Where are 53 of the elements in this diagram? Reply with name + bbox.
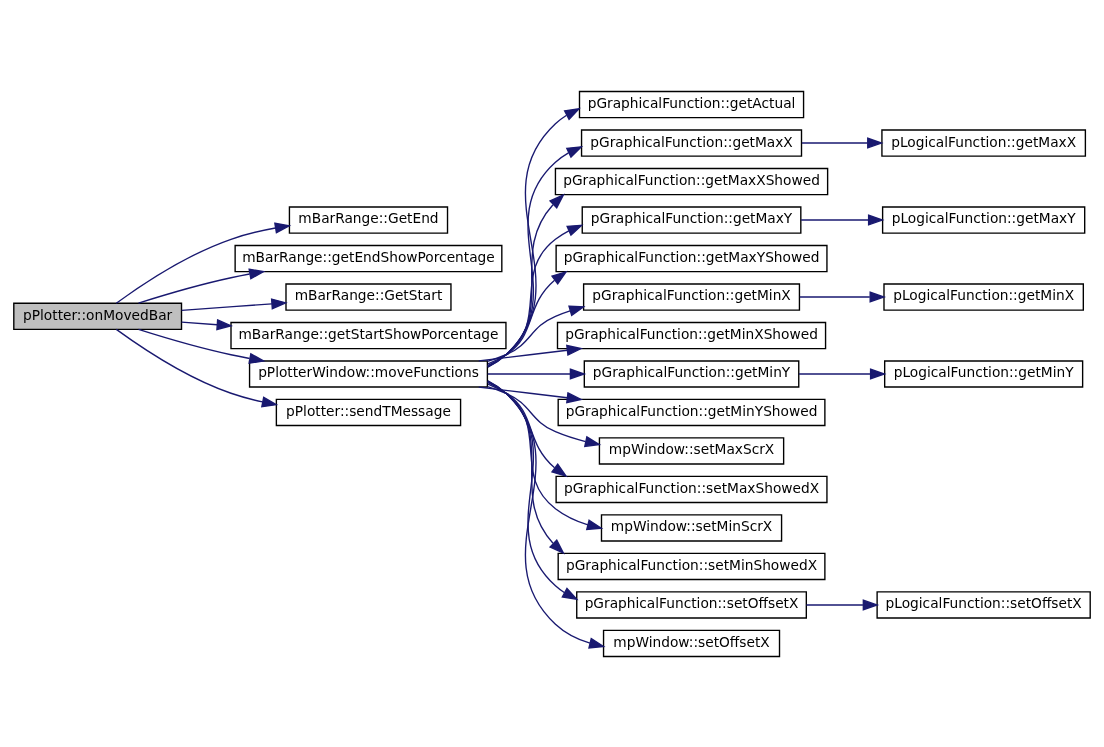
- node-box: pGraphicalFunction::getMaxY: [581, 205, 802, 234]
- arrow: [800, 213, 885, 226]
- node-box: mpWindow::setOffsetX: [602, 629, 781, 657]
- arrow: [487, 380, 565, 555]
- node-box: mpWindow::setMinScrX: [600, 513, 783, 542]
- arrow: [486, 379, 579, 600]
- node-box: pGraphicalFunction::getMinX: [582, 282, 801, 311]
- node-box: pGraphicalFunction::setMaxShowedX: [555, 475, 828, 503]
- arrow: [799, 290, 886, 303]
- arrow: [805, 598, 880, 611]
- node-box: mBarRange::getEndShowPorcentage: [234, 244, 503, 272]
- arrow: [478, 344, 584, 362]
- arrow: [180, 297, 288, 311]
- node-box: pGraphicalFunction::setMinShowedX: [557, 552, 826, 580]
- arrow: [486, 223, 584, 366]
- arrow: [115, 328, 279, 407]
- node-box: pGraphicalFunction::getMinY: [583, 359, 800, 388]
- arrow: [115, 221, 292, 304]
- node-box: pPlotterWindow::moveFunctions: [248, 359, 489, 388]
- node-box: mBarRange::GetStart: [285, 282, 452, 311]
- arrow: [478, 385, 584, 403]
- arrow: [486, 304, 586, 362]
- node-box: pGraphicalFunction::getMaxX: [580, 128, 803, 157]
- arrow: [798, 367, 887, 380]
- arrow: [486, 145, 584, 368]
- node-box: pLogicalFunction::getMinY: [884, 359, 1084, 388]
- arrow: [486, 381, 604, 530]
- arrow: [487, 270, 568, 365]
- arrow: [137, 328, 266, 364]
- node-box: pLogicalFunction::getMinX: [883, 282, 1084, 311]
- node-box: mpWindow::setMaxScrX: [598, 436, 785, 465]
- node-box: mBarRange::GetEnd: [288, 205, 449, 234]
- node-box: pGraphicalFunction::getMaxYShowed: [555, 244, 828, 272]
- node-box: pLogicalFunction::getMaxX: [881, 128, 1087, 157]
- node-box: pGraphicalFunction::getMaxXShowed: [554, 167, 829, 195]
- node-box: pPlotter::sendTMessage: [275, 398, 462, 426]
- arrow: [487, 107, 581, 368]
- node-box: pGraphicalFunction::setOffsetX: [576, 590, 807, 619]
- arrow: [137, 267, 266, 304]
- node-box: pGraphicalFunction::getMinYShowed: [557, 398, 826, 426]
- node-box: pLogicalFunction::setOffsetX: [876, 590, 1091, 619]
- arrow: [180, 318, 234, 330]
- node-box: mBarRange::getStartShowPorcentage: [230, 321, 507, 349]
- arrow: [487, 382, 568, 477]
- node-box: pLogicalFunction::getMaxY: [881, 205, 1086, 234]
- arrow: [801, 136, 884, 149]
- arrow: [487, 379, 606, 649]
- node-box: pGraphicalFunction::getMinXShowed: [556, 321, 827, 349]
- node-box: pGraphicalFunction::getActual: [578, 90, 805, 118]
- node-box: pPlotter::onMovedBar: [13, 302, 183, 330]
- arrow: [487, 367, 587, 380]
- arrow: [486, 385, 602, 447]
- arrow: [487, 192, 565, 367]
